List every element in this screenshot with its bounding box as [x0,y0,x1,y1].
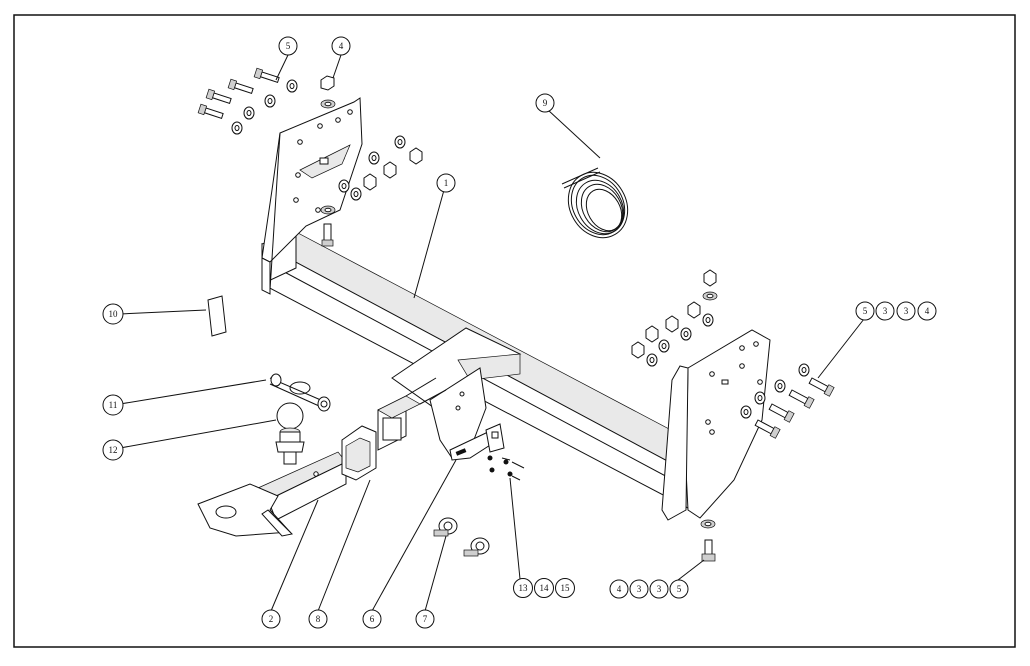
left-bracket [261,97,363,295]
callout-11: 11 [102,394,124,416]
callout-label: 4 [617,584,622,594]
callout-group-right: 5 3 3 4 [855,301,937,321]
callout-7: 7 [415,609,435,629]
callout-label: 5 [286,41,291,51]
callout-label: 2 [269,614,274,624]
callout-label: 13 [519,583,529,593]
bolts-group-right [740,363,835,439]
callout-label: 5 [863,306,868,316]
callout-label: 15 [561,583,571,593]
callout-label: 3 [904,306,909,316]
callout-group-bottom: 4 3 3 5 [609,579,689,599]
small-hardware [487,455,525,481]
callout-8: 8 [308,609,328,629]
callout-2: 2 [261,609,281,629]
callout-label: 9 [543,98,548,108]
callout-label: 5 [677,584,682,594]
callout-label: 12 [109,445,118,455]
callout-12: 12 [102,439,124,461]
drawbar [197,451,347,537]
fasteners-right-bracket [631,269,718,367]
drawing-border [13,14,1016,648]
callout-group-13-14-15: 13 14 15 [513,578,575,598]
callout-9: 9 [535,93,555,113]
callout-5-top: 5 [278,36,298,56]
nut-washer-top [320,75,336,109]
callout-6: 6 [362,609,382,629]
receiver-sleeve [341,425,377,481]
bolt-bottom [700,519,716,562]
callout-label: 6 [370,614,375,624]
callout-label: 1 [444,178,449,188]
callout-label: 11 [109,400,118,410]
tow-ball [275,402,305,465]
callout-label: 3 [883,306,888,316]
callout-label: 3 [637,584,642,594]
callout-label: 14 [540,583,550,593]
callout-label: 4 [339,41,344,51]
callout-label: 8 [316,614,321,624]
bolts-group-top-left [197,67,298,135]
callout-label: 3 [657,584,662,594]
callout-label: 7 [423,614,428,624]
receiver-mount [377,327,522,461]
hitch-pin [269,373,331,412]
callout-label: 10 [109,309,119,319]
leader-lines [119,54,865,612]
callout-1: 1 [436,173,456,193]
right-bracket [661,329,771,521]
callout-10: 10 [102,303,124,325]
fasteners-left-bracket [320,135,423,247]
cable-coil [561,167,629,239]
callout-label: 4 [925,306,930,316]
callout-4-top: 4 [331,36,351,56]
license-plate-decal [207,295,227,337]
shackles [433,517,490,557]
